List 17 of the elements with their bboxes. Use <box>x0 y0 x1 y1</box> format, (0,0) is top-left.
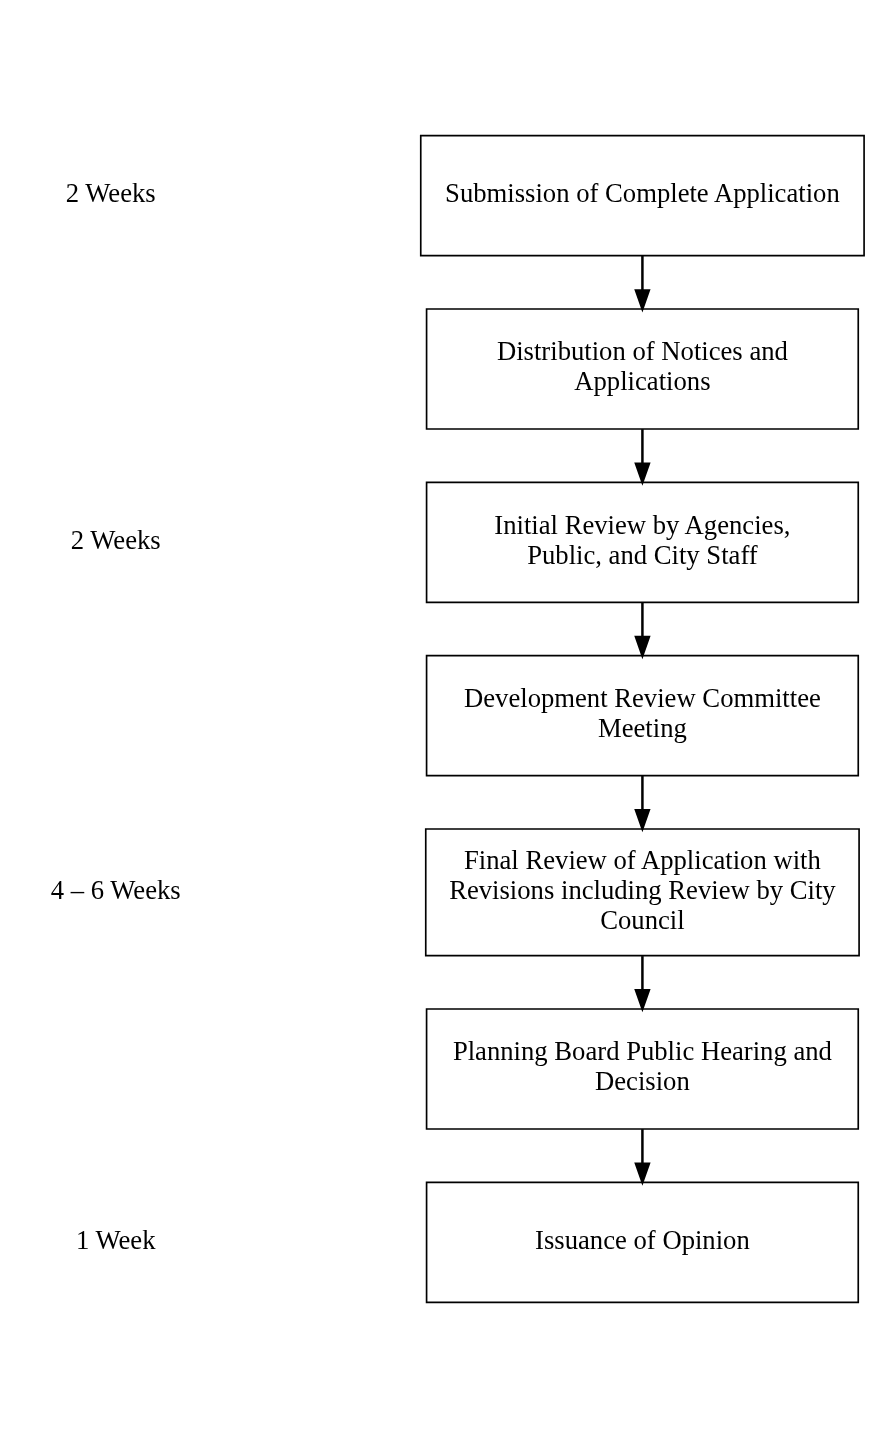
node-box: Development Review Committee Meeting <box>425 654 860 776</box>
arrow <box>634 775 651 832</box>
node-box: Initial Review by Agencies, Public, and City Staff <box>425 481 860 603</box>
label: 4 – 6 Weeks <box>50 874 181 905</box>
arrow <box>634 255 651 312</box>
node-box: Distribution of Notices and Applications <box>425 307 860 430</box>
node-box: Planning Board Public Hearing and Decision <box>425 1007 860 1130</box>
arrow <box>634 428 651 486</box>
node-box: Submission of Complete Application <box>419 134 865 256</box>
label: 2 Weeks <box>65 177 156 208</box>
arrow <box>634 1128 651 1186</box>
node-box: Final Review of Application with Revisions including Review by City Council <box>424 827 860 956</box>
label: 1 Week <box>75 1224 156 1255</box>
arrow <box>634 602 651 659</box>
label: 2 Weeks <box>70 524 161 555</box>
node-box: Issuance of Opinion <box>425 1181 860 1303</box>
arrow <box>634 955 651 1012</box>
